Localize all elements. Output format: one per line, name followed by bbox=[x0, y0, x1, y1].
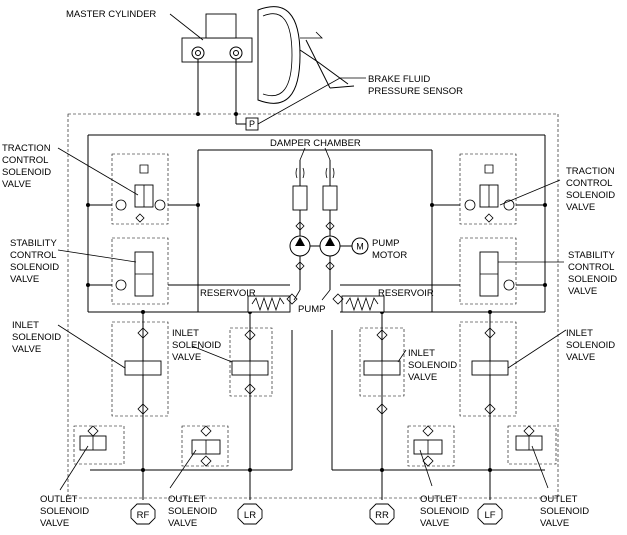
outlet-3-label-1: OUTLET bbox=[420, 494, 458, 505]
outlet-1-label-2: SOLENOID bbox=[40, 506, 89, 517]
traction-right-label-3: SOLENOID bbox=[566, 190, 615, 201]
stability-right-label-3: SOLENOID bbox=[568, 274, 617, 285]
wheel-port-rf: RF bbox=[130, 503, 156, 525]
pump-motor-label-line1: PUMP bbox=[372, 238, 399, 249]
brake-pedal bbox=[317, 61, 355, 89]
reservoir-left-label: RESERVOIR bbox=[200, 288, 256, 299]
wheel-label-lr: LR bbox=[244, 510, 256, 521]
damper-chamber-left bbox=[292, 167, 308, 211]
outlet-4-label-2: SOLENOID bbox=[540, 506, 589, 517]
brake-booster bbox=[257, 6, 331, 104]
brake-fluid-sensor-label-line1: BRAKE FLUID bbox=[368, 74, 430, 85]
inlet-valve-lr bbox=[229, 327, 273, 397]
inlet-2-label-3: VALVE bbox=[172, 352, 201, 363]
pump-check-valves bbox=[295, 221, 335, 271]
traction-left-label-3: SOLENOID bbox=[2, 167, 51, 178]
inlet-valve-lf bbox=[459, 321, 517, 417]
wheel-port-lf: LF bbox=[477, 503, 503, 525]
wheel-label-rf: RF bbox=[137, 510, 150, 521]
stability-control-valve-right bbox=[459, 237, 517, 305]
outlet-3-label-2: SOLENOID bbox=[420, 506, 469, 517]
outlet-3-label-3: VALVE bbox=[420, 518, 449, 529]
outlet-4-label-3: VALVE bbox=[540, 518, 569, 529]
inlet-4-label-2: SOLENOID bbox=[566, 340, 615, 351]
brake-fluid-pressure-sensor: P bbox=[245, 117, 259, 131]
pump-right bbox=[319, 235, 341, 257]
reservoir-right bbox=[332, 293, 385, 313]
wheel-port-lr: LR bbox=[237, 503, 263, 525]
traction-right-label-1: TRACTION bbox=[566, 166, 615, 177]
inlet-2-label-1: INLET bbox=[172, 328, 199, 339]
outlet-1-label-1: OUTLET bbox=[40, 494, 78, 505]
traction-control-valve-right bbox=[459, 153, 517, 225]
traction-left-label-2: CONTROL bbox=[2, 155, 48, 166]
junction-dots bbox=[86, 112, 547, 472]
outlet-4-label-1: OUTLET bbox=[540, 494, 578, 505]
inlet-3-label-3: VALVE bbox=[408, 372, 437, 383]
outlet-valve-rr bbox=[407, 425, 455, 467]
master-cylinder bbox=[181, 13, 253, 63]
stability-left-label-2: CONTROL bbox=[10, 250, 56, 261]
master-cylinder-label: MASTER CYLINDER bbox=[66, 9, 156, 20]
traction-control-valve-left bbox=[111, 153, 169, 225]
pressure-sensor-symbol: P bbox=[249, 119, 255, 129]
brake-fluid-sensor-label-line2: PRESSURE SENSOR bbox=[368, 86, 463, 97]
outlet-2-label-2: SOLENOID bbox=[168, 506, 217, 517]
stability-control-valve-left bbox=[111, 237, 169, 305]
pump-left bbox=[289, 235, 311, 257]
inlet-valve-rr bbox=[359, 327, 405, 415]
motor-symbol: M bbox=[356, 242, 364, 252]
stability-left-label-4: VALVE bbox=[10, 274, 39, 285]
inlet-2-label-2: SOLENOID bbox=[172, 340, 221, 351]
inlet-valve-rf bbox=[111, 321, 169, 417]
traction-left-label-1: TRACTION bbox=[2, 143, 51, 154]
outlet-2-label-1: OUTLET bbox=[168, 494, 206, 505]
stability-left-label-1: STABILITY bbox=[10, 238, 57, 249]
inlet-1-label-1: INLET bbox=[12, 320, 39, 331]
reservoir-left bbox=[247, 293, 298, 313]
inlet-3-label-2: SOLENOID bbox=[408, 360, 457, 371]
stability-right-label-1: STABILITY bbox=[568, 250, 615, 261]
traction-left-label-4: VALVE bbox=[2, 179, 31, 190]
inlet-4-label-1: INLET bbox=[566, 328, 593, 339]
stability-right-label-2: CONTROL bbox=[568, 262, 614, 273]
inlet-3-label-1: INLET bbox=[408, 348, 435, 359]
inlet-1-label-3: VALVE bbox=[12, 344, 41, 355]
leader-lines bbox=[57, 13, 567, 491]
stability-left-label-3: SOLENOID bbox=[10, 262, 59, 273]
inlet-1-label-2: SOLENOID bbox=[12, 332, 61, 343]
outlet-1-label-3: VALVE bbox=[40, 518, 69, 529]
traction-right-label-4: VALVE bbox=[566, 202, 595, 213]
outlet-valve-lf bbox=[507, 425, 557, 465]
outlet-valve-lr bbox=[181, 425, 229, 467]
damper-chamber-label: DAMPER CHAMBER bbox=[270, 138, 361, 149]
outlet-2-label-3: VALVE bbox=[168, 518, 197, 529]
wheel-port-rr: RR bbox=[369, 503, 395, 525]
pump-motor-label-line2: MOTOR bbox=[372, 250, 407, 261]
pump-motor: M bbox=[310, 237, 369, 255]
wheel-label-rr: RR bbox=[375, 510, 389, 521]
outlet-valve-rf bbox=[73, 425, 125, 465]
stability-right-label-4: VALVE bbox=[568, 286, 597, 297]
reservoir-right-label: RESERVOIR bbox=[378, 288, 434, 299]
traction-right-label-2: CONTROL bbox=[566, 178, 612, 189]
damper-chamber-right bbox=[322, 167, 338, 211]
wheel-label-lf: LF bbox=[484, 510, 495, 521]
inlet-4-label-3: VALVE bbox=[566, 352, 595, 363]
pump-label: PUMP bbox=[298, 304, 325, 315]
